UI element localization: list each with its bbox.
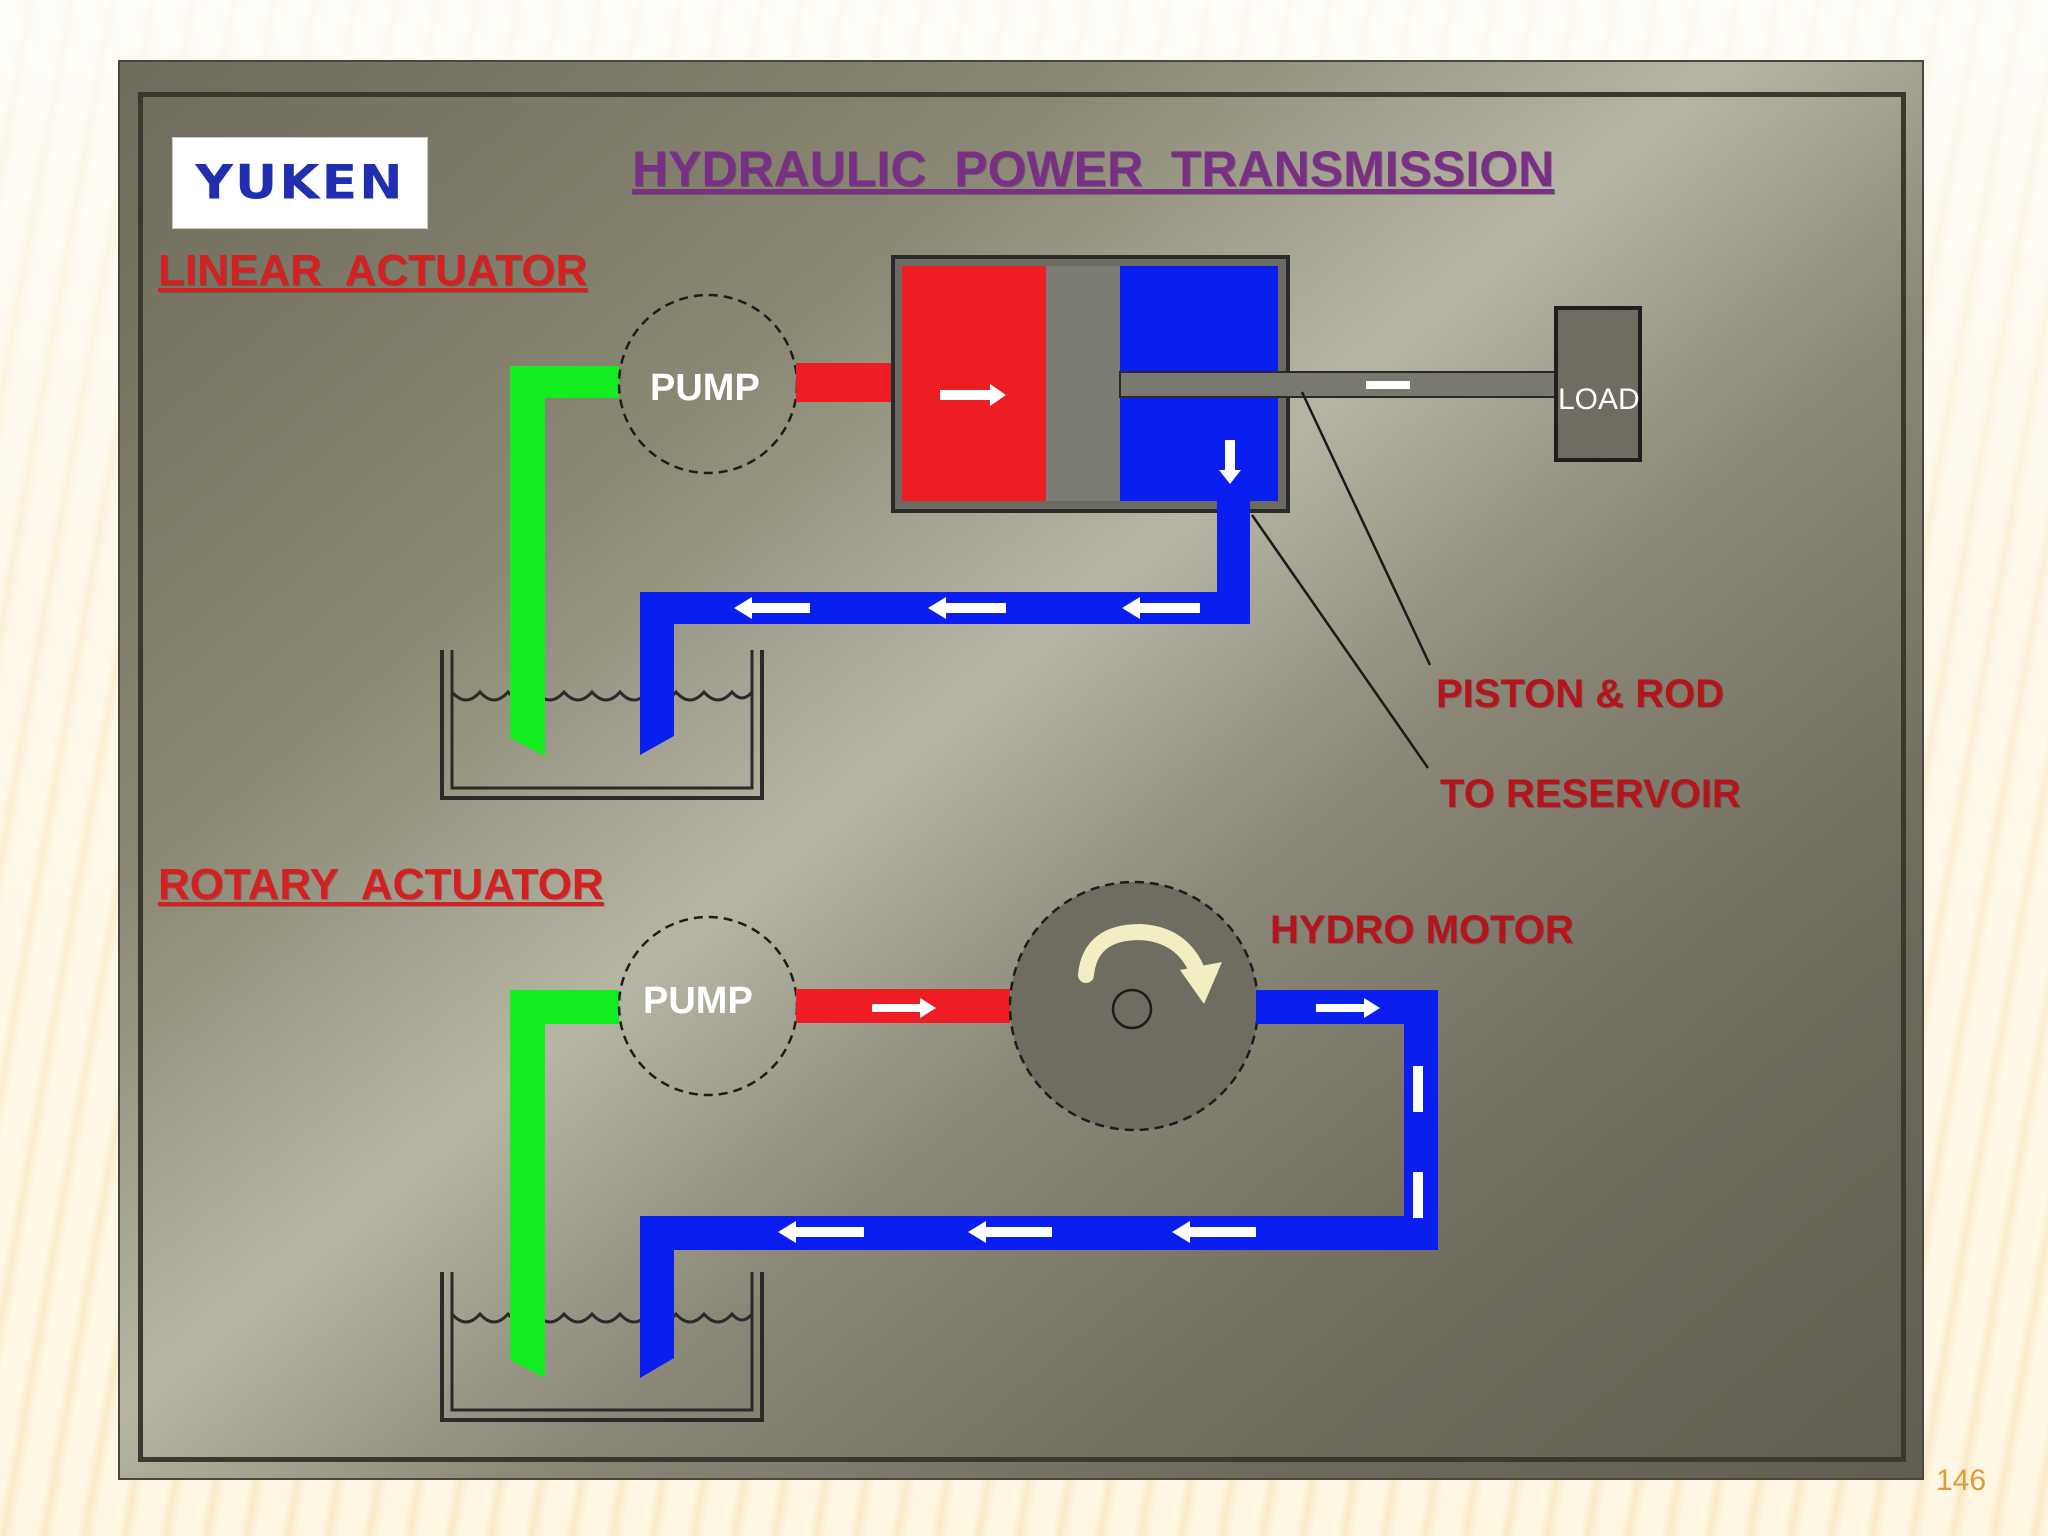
piston-rod-leader-line: [1300, 391, 1432, 666]
logo-text: YUKEN: [195, 156, 405, 210]
linear-flow-arrows: [734, 381, 1410, 619]
linear-suction-line: [510, 366, 619, 756]
hydro-motor-shaft: [1111, 988, 1153, 1030]
rotary-actuator-heading: ROTARY ACTUATOR: [158, 860, 604, 909]
page-number: 146: [1936, 1464, 1987, 1497]
hydro-motor-circle: [1008, 880, 1260, 1132]
linear-return-line: [640, 490, 1250, 755]
piston-rod: [1119, 371, 1557, 398]
rotary-flow-arrows: [778, 998, 1423, 1243]
rotation-arrow-icon: [1078, 923, 1204, 983]
linear-reservoir-tank: [440, 650, 764, 800]
piston-rod-label: PISTON & ROD: [1436, 672, 1725, 716]
diagram-title: HYDRAULIC POWER TRANSMISSION: [632, 141, 1555, 197]
load-box: [1554, 306, 1642, 462]
piston: [1046, 266, 1120, 501]
rotary-circuit: PUMP: [440, 880, 1438, 1422]
rotary-suction-line: [510, 990, 619, 1378]
linear-pressure-line: [796, 363, 902, 402]
cylinder-cap-chamber: [902, 266, 1046, 501]
hydro-motor-label: HYDRO MOTOR: [1270, 908, 1574, 952]
panel-inner-border: [138, 92, 1906, 1462]
linear-pump-label: PUMP: [650, 367, 760, 409]
rotary-reservoir-tank: [440, 1272, 764, 1422]
yuken-logo: YUKEN: [172, 137, 428, 229]
linear-actuator-heading: LINEAR ACTUATOR: [158, 246, 588, 295]
load-label: LOAD: [1558, 383, 1640, 416]
linear-circuit: PUMP LOAD: [440, 255, 1642, 800]
to-reservoir-label: TO RESERVOIR: [1440, 772, 1741, 816]
rotary-pump-label: PUMP: [643, 980, 753, 1022]
reservoir-leader-line: [1250, 514, 1430, 769]
rotation-arrowhead-icon: [1180, 962, 1222, 1004]
